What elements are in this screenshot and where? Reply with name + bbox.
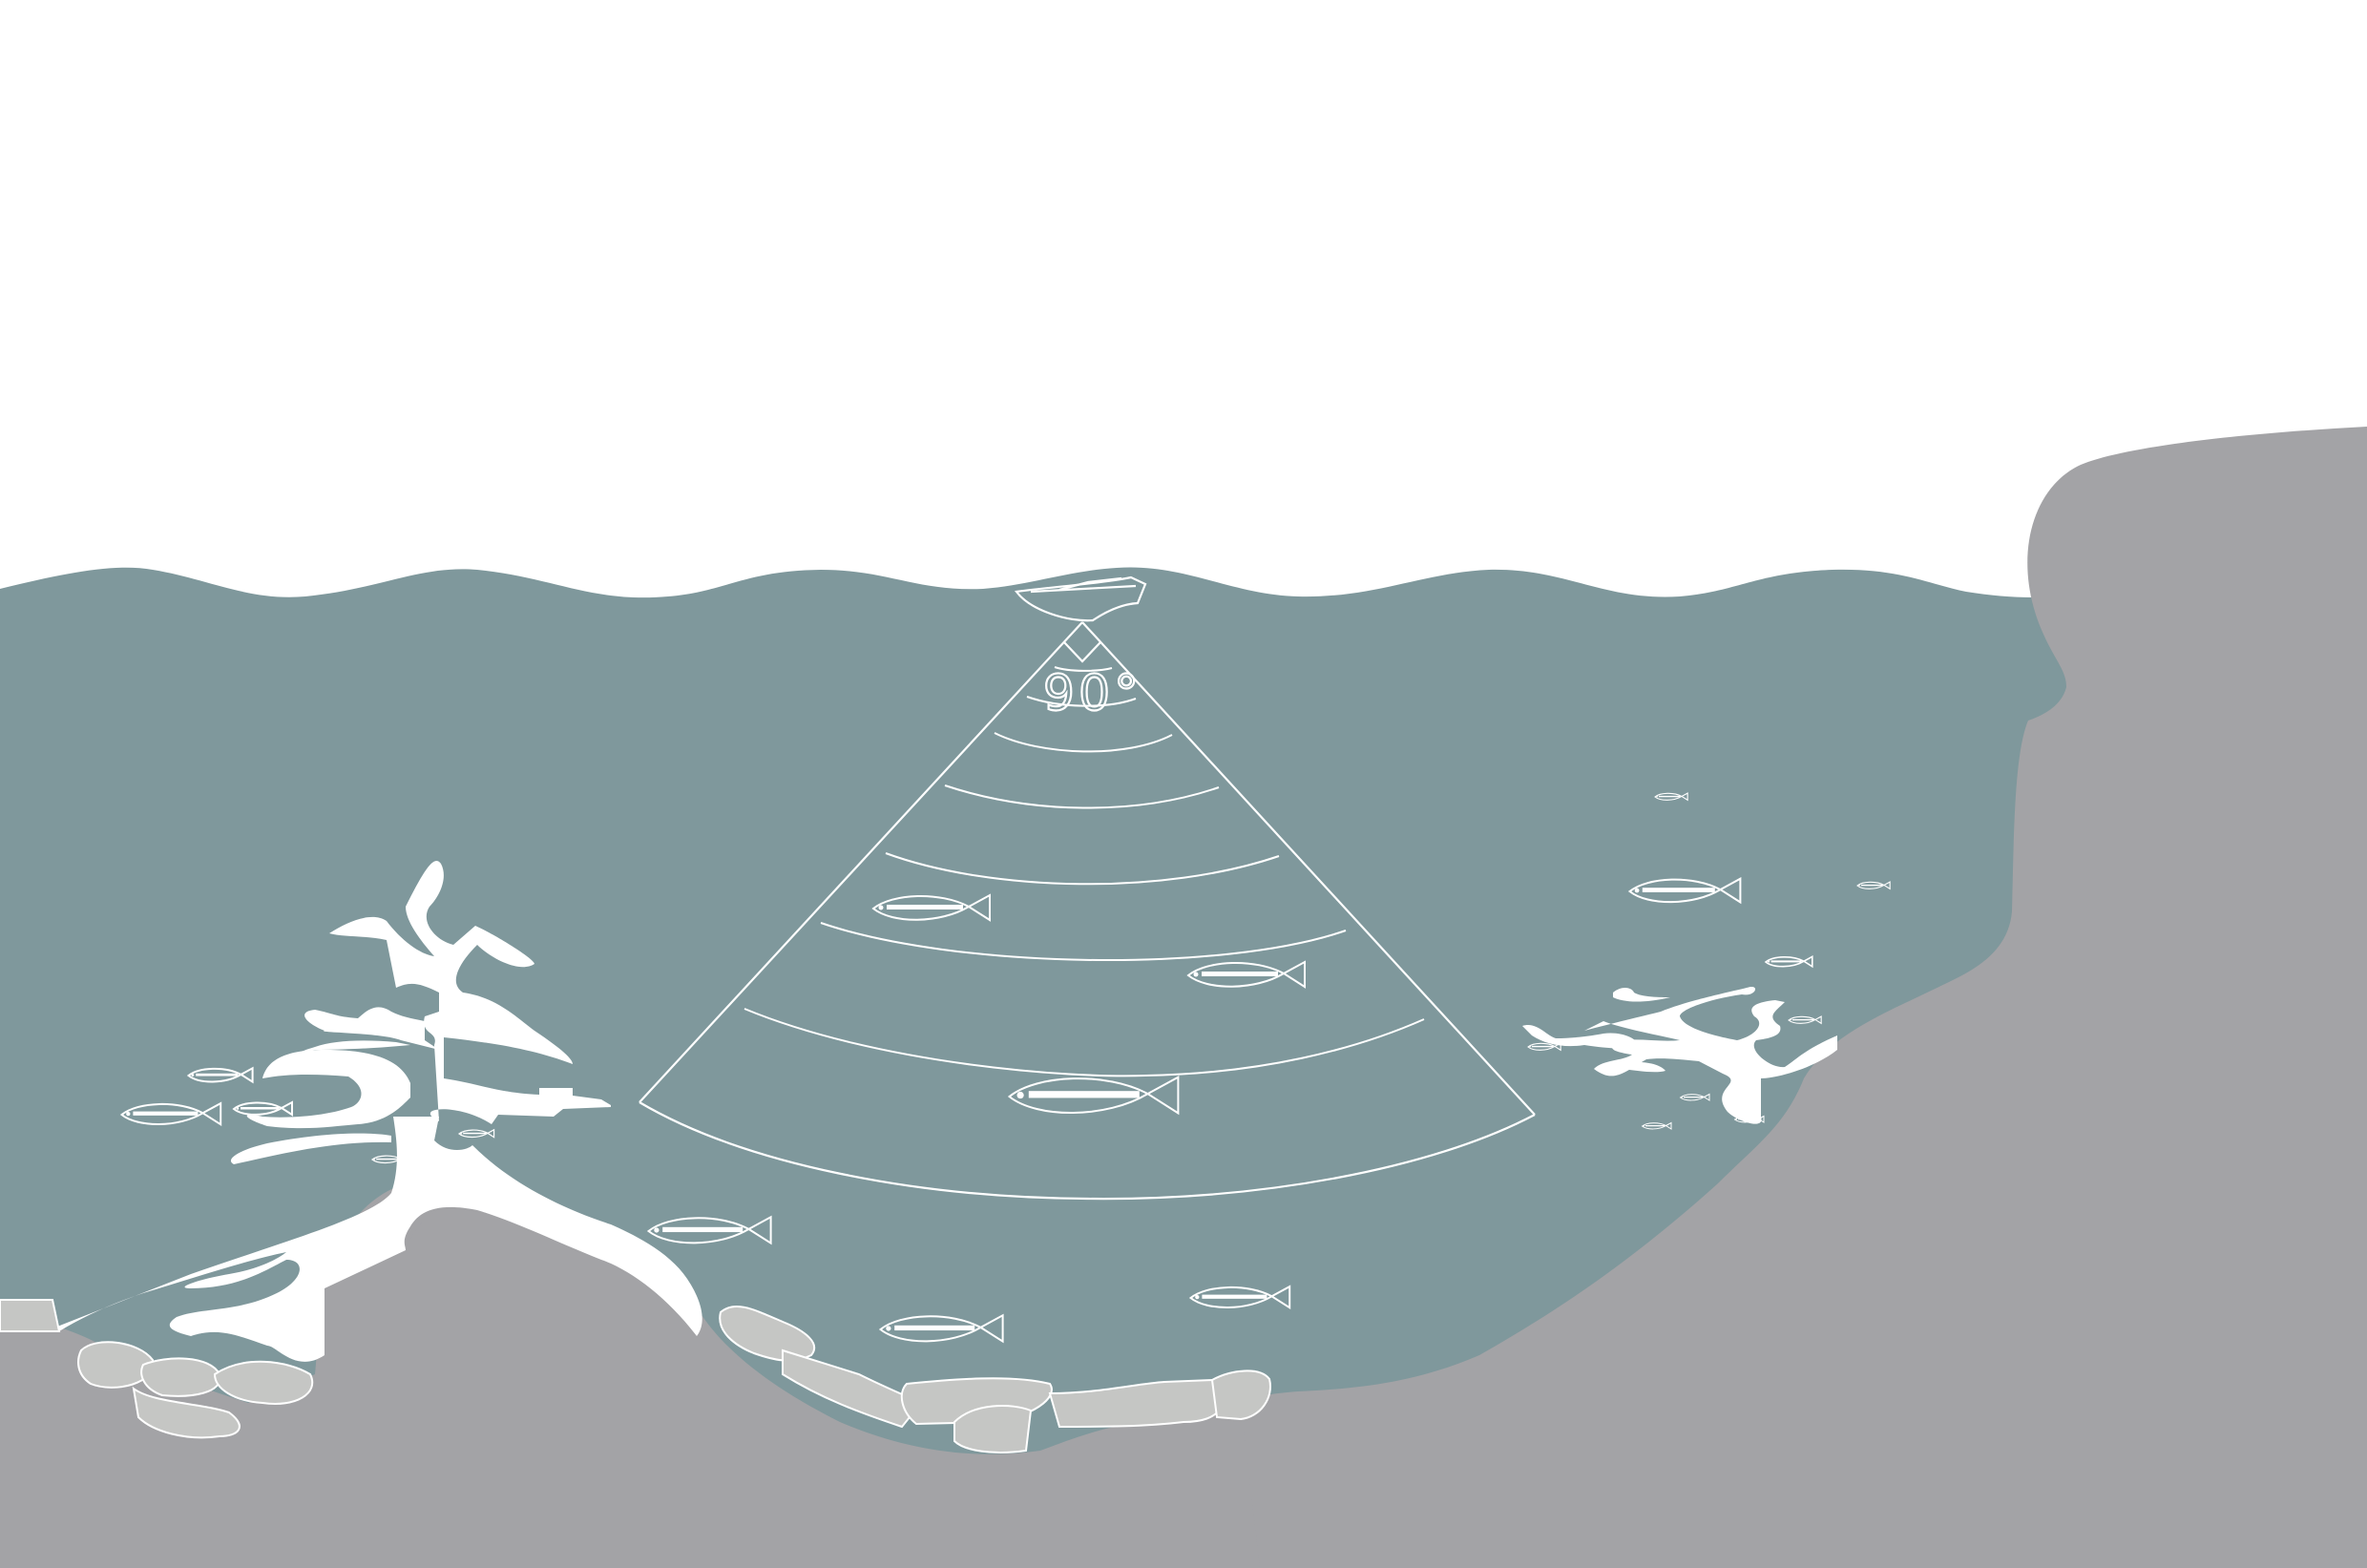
fish (371, 1154, 408, 1164)
fish (186, 1066, 254, 1084)
sunken-tree (57, 861, 702, 1362)
fish (1733, 1115, 1765, 1123)
fish (1527, 1042, 1561, 1052)
fish (1186, 960, 1306, 989)
fish (1007, 1076, 1180, 1116)
fish (1679, 1093, 1710, 1101)
fish-school (119, 792, 1891, 1344)
bottom-rocks (0, 1299, 1271, 1453)
fish (458, 1128, 495, 1139)
fish (1764, 955, 1813, 969)
fish (646, 1215, 772, 1245)
fish (119, 1101, 222, 1127)
fish (1641, 1121, 1672, 1130)
fish (1188, 1285, 1291, 1310)
fish (871, 893, 991, 922)
right-cliff (1155, 427, 2367, 1568)
weed-bed (1522, 986, 1837, 1124)
beam-angle-label: 90° (1043, 665, 1142, 722)
fish (1788, 1015, 1822, 1025)
boat (1015, 575, 1147, 622)
fish (1654, 792, 1688, 802)
fish (232, 1100, 293, 1117)
right-angle-marker (1063, 641, 1101, 663)
fish (1627, 877, 1742, 905)
fish (1856, 881, 1891, 890)
left-mound (315, 1200, 725, 1384)
sonar-beam (639, 621, 1536, 1201)
beam-edge-left (639, 621, 1083, 1103)
beam-bottom-arc (639, 1101, 1536, 1201)
beam-edge-right (1081, 621, 1536, 1116)
sound-waves (744, 666, 1425, 1077)
fish (878, 1313, 1004, 1344)
